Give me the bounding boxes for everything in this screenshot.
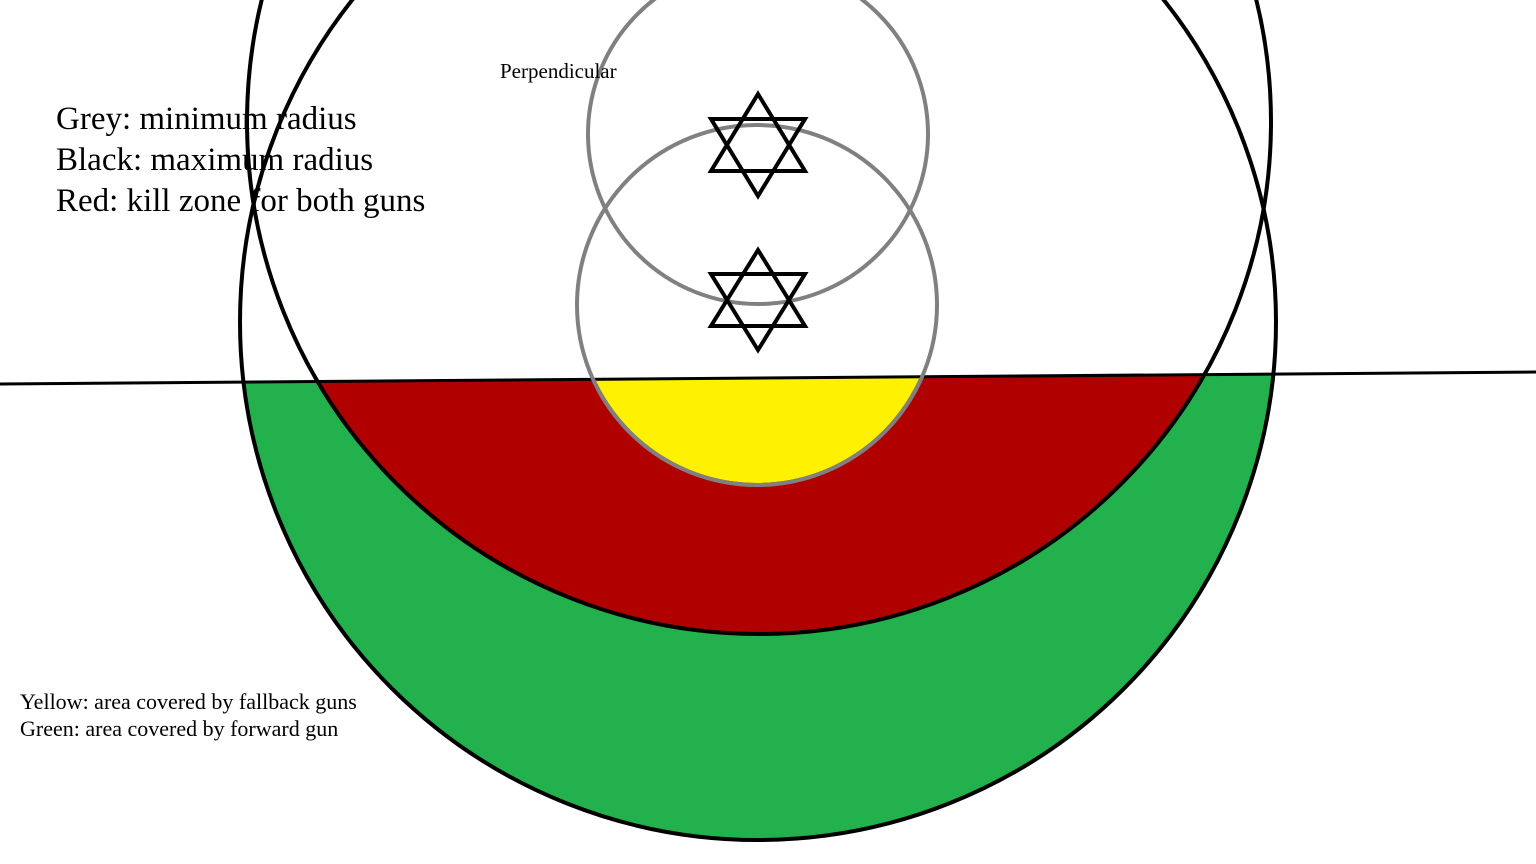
max-radius-circle-forward	[238, 0, 1278, 842]
max-radius-circle-fallback	[245, 0, 1273, 636]
gun-star-icon-forward	[707, 246, 809, 354]
gun-star-icon-fallback	[707, 90, 809, 200]
legend-grey: Grey: minimum radius	[56, 101, 357, 137]
min-radius-circle-fallback	[586, 0, 930, 306]
legend-green: Green: area covered by forward gun	[20, 716, 339, 741]
perpendicular-line	[0, 370, 1536, 386]
yellow-fallback-region	[579, 372, 935, 483]
legend-black: Black: maximum radius	[56, 142, 374, 178]
legend-yellow: Yellow: area covered by fallback guns	[20, 689, 357, 714]
legend-red: Red: kill zone for both guns	[56, 183, 426, 219]
perpendicular-label: Perpendicular	[500, 59, 617, 83]
min-radius-circle-forward	[575, 123, 939, 487]
green-coverage-region	[240, 372, 1276, 840]
